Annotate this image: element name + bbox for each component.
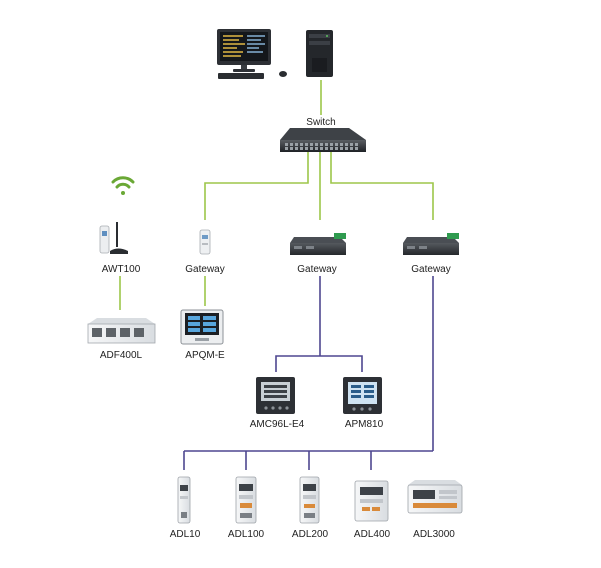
apm810-meter-icon <box>343 377 382 414</box>
gateway-2-label: Gateway <box>297 264 337 275</box>
adl200-meter-icon <box>299 476 320 524</box>
adl3000-meter-icon <box>407 480 463 514</box>
link-switch-to-gateway-3 <box>330 152 434 220</box>
rs485-bus-lines <box>183 276 434 470</box>
network-switch-icon <box>280 128 366 152</box>
apm810-label: APM810 <box>344 419 384 430</box>
switch-label: Switch <box>306 117 336 128</box>
adl3000-label: ADL3000 <box>413 529 455 540</box>
tower-server-icon <box>306 30 333 77</box>
adl10-meter-icon <box>177 476 191 524</box>
adl10-label: ADL10 <box>169 529 201 540</box>
amc96l-e4-label: AMC96L-E4 <box>249 419 305 430</box>
adl400-label: ADL400 <box>353 529 391 540</box>
awt100-label: AWT100 <box>101 264 141 275</box>
gateway-device-icon <box>290 233 346 255</box>
wifi-signal-icon <box>111 176 135 195</box>
adl100-label: ADL100 <box>227 529 265 540</box>
gateway-device-icon <box>403 233 459 255</box>
gateway-1-label: Gateway <box>185 264 225 275</box>
adf400l-meter-icon <box>87 318 156 344</box>
apqm-e-label: APQM-E <box>185 350 225 361</box>
ethernet-links <box>119 80 434 310</box>
awt100-device-icon <box>99 222 128 254</box>
amc96l-e4-meter-icon <box>256 377 295 414</box>
apqm-e-meter-icon <box>180 309 224 345</box>
adl400-meter-icon <box>354 480 389 522</box>
gateway-3-label: Gateway <box>411 264 451 275</box>
adl100-meter-icon <box>235 476 257 524</box>
gateway-device-icon <box>199 229 211 255</box>
adl200-label: ADL200 <box>291 529 329 540</box>
desktop-computer-icon <box>217 29 287 79</box>
adf400l-label: ADF400L <box>99 350 143 361</box>
bus-gateway-2-branch <box>275 355 363 372</box>
link-switch-to-gateway-1 <box>204 152 309 220</box>
